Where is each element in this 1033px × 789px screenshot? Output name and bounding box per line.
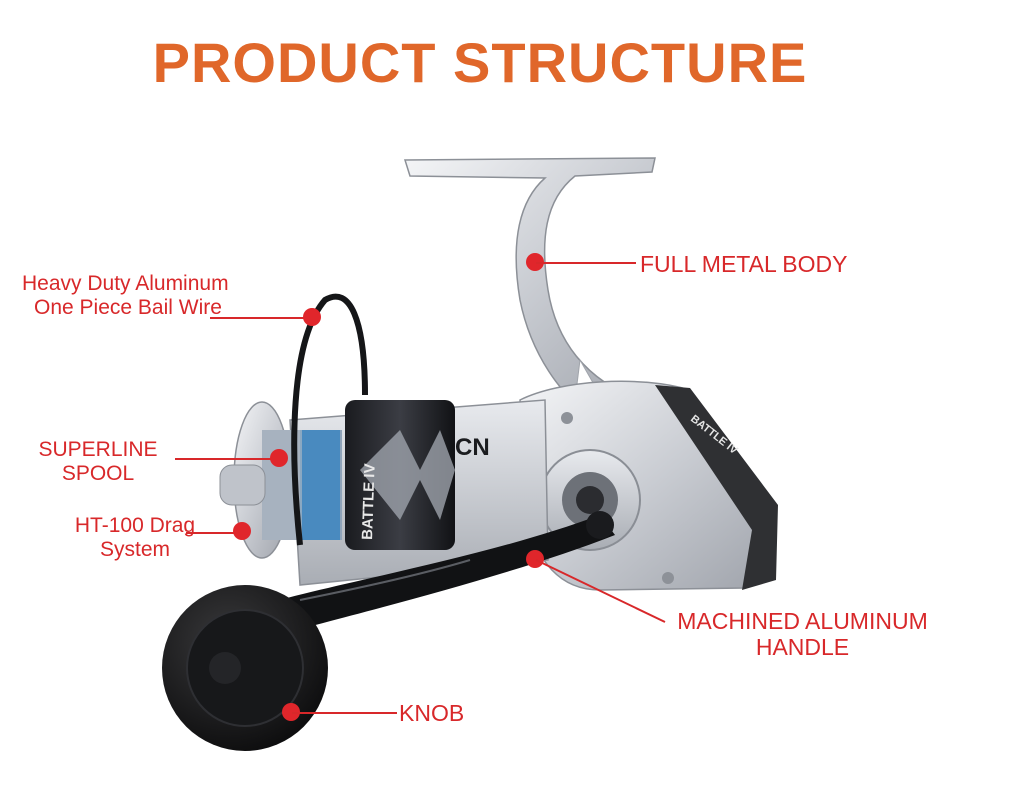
callout-label-spool-line1: SUPERLINE bbox=[38, 438, 158, 461]
callout-dot-handle bbox=[526, 550, 544, 568]
callout-label-drag-line2: System bbox=[99, 538, 170, 561]
callout-label-knob: KNOB bbox=[399, 700, 465, 726]
callout-label-handle-line1: MACHINED ALUMINUM bbox=[677, 608, 928, 634]
callout-label-spool-line2: SPOOL bbox=[61, 462, 135, 485]
callout-label-full-metal-body: FULL METAL BODY bbox=[640, 251, 848, 277]
callout-dot-bail-wire bbox=[303, 308, 321, 326]
reel-body: BATTLE IV bbox=[519, 380, 778, 591]
callout-dot-drag bbox=[233, 522, 251, 540]
callout-line-bail-wire bbox=[210, 317, 306, 319]
svg-text:CN: CN bbox=[455, 434, 490, 461]
callout-line-spool bbox=[175, 458, 275, 460]
page-title: PRODUCT STRUCTURE bbox=[152, 31, 808, 94]
svg-text:BATTLE IV: BATTLE IV bbox=[359, 463, 379, 540]
callout-label-drag-system: HT-100 Drag System bbox=[60, 514, 210, 562]
reel-rotor: BATTLE IV CN bbox=[289, 399, 549, 586]
callout-line-body bbox=[536, 262, 636, 264]
callout-dot-spool bbox=[270, 449, 288, 467]
reel-spool bbox=[219, 401, 342, 559]
reel-knob bbox=[162, 585, 328, 751]
callout-dot-body bbox=[526, 253, 544, 271]
callout-line-drag bbox=[186, 532, 238, 534]
callout-line-knob bbox=[292, 712, 397, 714]
callout-label-bail-wire-line2: One Piece Bail Wire bbox=[34, 296, 222, 319]
reel-handle bbox=[245, 511, 615, 640]
callout-label-drag-line1: HT-100 Drag bbox=[74, 514, 196, 537]
callout-label-machined-handle: MACHINED ALUMINUM HANDLE bbox=[660, 608, 945, 660]
callout-dot-knob bbox=[282, 703, 300, 721]
callout-label-handle-line2: HANDLE bbox=[755, 634, 850, 660]
callout-label-bail-wire-line1: Heavy Duty Aluminum bbox=[22, 272, 229, 295]
callout-label-superline-spool: SUPERLINE SPOOL bbox=[28, 438, 168, 486]
